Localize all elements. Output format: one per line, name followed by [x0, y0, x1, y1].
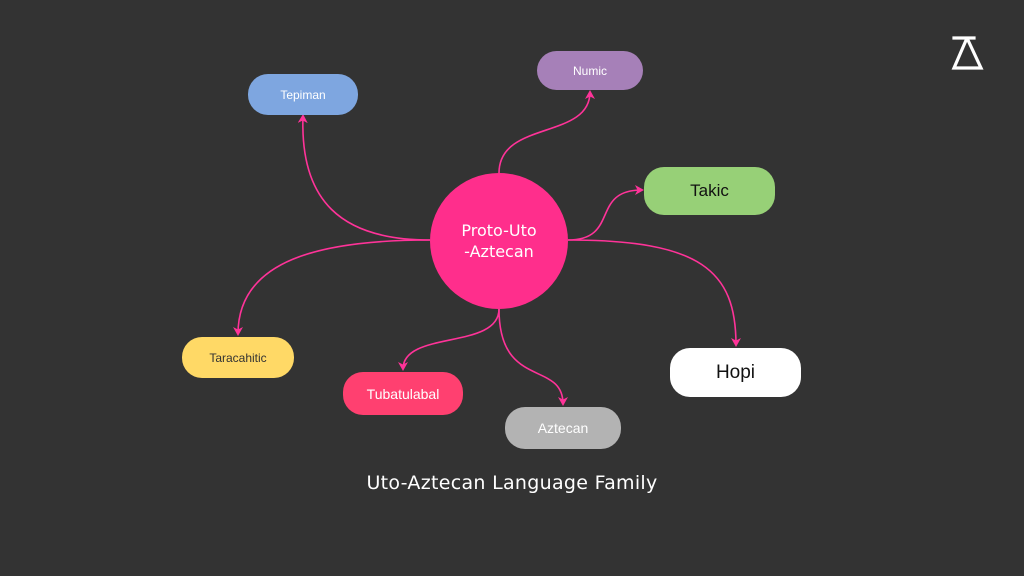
node-takic[interactable]: Takic	[644, 167, 775, 215]
diagram-caption: Uto-Aztecan Language Family	[366, 472, 658, 494]
root-node-proto-uto-aztecan[interactable]: Proto-Uto -Aztecan	[430, 173, 568, 309]
node-hopi[interactable]: Hopi	[670, 348, 801, 397]
root-node-label-line1: Proto-Uto	[461, 221, 537, 240]
node-taracahitic[interactable]: Taracahitic	[182, 337, 294, 378]
edge-to-numic	[498, 90, 595, 174]
edge-to-aztecan	[498, 308, 568, 406]
node-tepiman[interactable]: Tepiman	[248, 74, 358, 115]
root-node-label-line2: -Aztecan	[464, 242, 534, 261]
edge-to-tepiman	[297, 114, 431, 241]
delta-logo-icon	[951, 36, 984, 70]
root-node-label: Proto-Uto -Aztecan	[461, 220, 536, 262]
edge-to-taracahitic	[233, 239, 431, 336]
edge-to-tubatulabal	[398, 308, 500, 371]
edge-to-takic	[567, 185, 644, 241]
node-numic[interactable]: Numic	[537, 51, 643, 90]
node-tubatulabal[interactable]: Tubatulabal	[343, 372, 463, 415]
node-aztecan[interactable]: Aztecan	[505, 407, 621, 449]
edge-to-hopi	[567, 239, 741, 347]
